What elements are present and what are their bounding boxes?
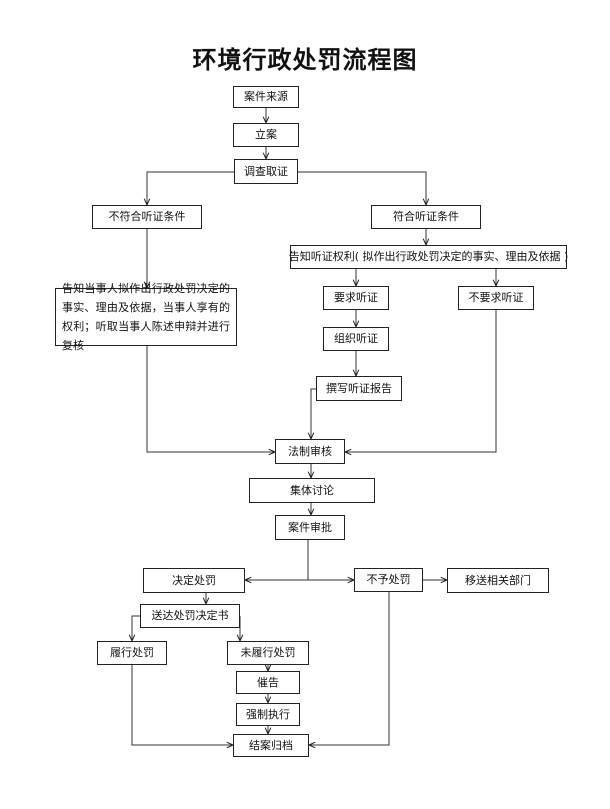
node-not-performed: 未履行处罚 <box>227 641 309 665</box>
arrow-to-qualified <box>298 171 426 205</box>
arrow-no-penalty-to-archive <box>309 592 390 745</box>
node-urge: 催告 <box>236 671 300 694</box>
arrow-to-not-qualified <box>147 171 234 205</box>
node-qualified: 符合听证条件 <box>371 205 481 229</box>
arrow-notify-to-legal-review <box>146 346 275 452</box>
page-title: 环境行政处罚流程图 <box>192 45 418 74</box>
arrow-deliver-to-performed <box>132 615 140 641</box>
node-collective-discussion: 集体讨论 <box>249 478 375 503</box>
node-not-qualified: 不符合听证条件 <box>92 205 202 229</box>
node-deliver-decision: 送达处罚决定书 <box>140 604 240 628</box>
node-request-hearing: 要求听证 <box>323 286 389 310</box>
node-case-source: 案件来源 <box>233 86 299 108</box>
node-notify-no-hearing: 告知当事人拟作出行政处罚决定的事实、理由及依据，当事人享有的权利；听取当事人陈述… <box>55 282 237 352</box>
node-close-archive: 结案归档 <box>233 734 309 757</box>
arrow-no-request-to-legal-review <box>345 310 497 452</box>
node-transfer: 移送相关部门 <box>447 568 549 593</box>
arrow-report-to-legal-review <box>311 388 316 439</box>
node-notify-hearing-rights: 告知听证权利( 拟作出行政处罚决定的事实、理由及依据 ) <box>289 245 568 269</box>
node-legal-review: 法制审核 <box>275 439 345 464</box>
node-no-request-hearing: 不要求听证 <box>458 286 534 310</box>
node-filing: 立案 <box>233 123 299 147</box>
node-no-penalty: 不予处罚 <box>354 568 423 592</box>
node-investigation: 调查取证 <box>234 159 298 184</box>
node-hearing-report: 撰写听证报告 <box>316 376 402 401</box>
node-penalty-decision: 决定处罚 <box>143 568 245 593</box>
node-performed: 履行处罚 <box>97 641 167 665</box>
node-case-approval: 案件审批 <box>275 515 345 540</box>
arrow-approval-to-decision <box>245 540 309 580</box>
arrow-performed-to-archive <box>131 665 233 745</box>
node-organize-hearing: 组织听证 <box>323 327 389 351</box>
node-enforce: 强制执行 <box>236 703 300 726</box>
